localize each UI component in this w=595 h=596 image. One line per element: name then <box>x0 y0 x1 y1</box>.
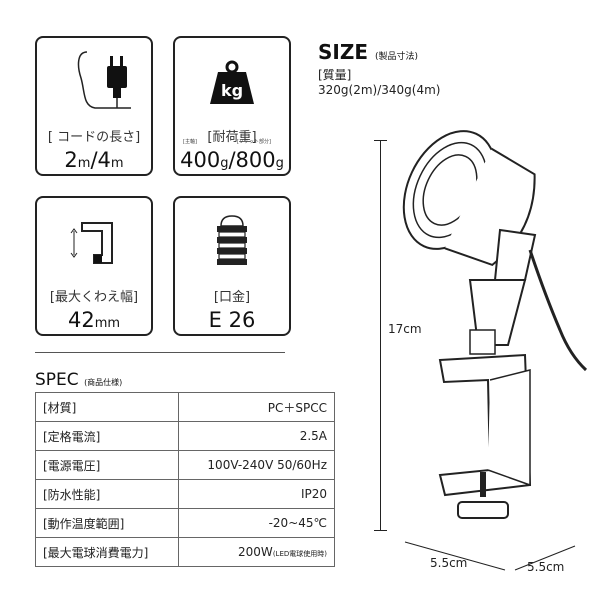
width-dimension: 5.5cm <box>430 556 468 570</box>
card-label: [ コードの長さ] <box>47 130 141 145</box>
depth-dimension: 5.5cm <box>527 560 565 574</box>
card-label: [最大くわえ幅] <box>49 290 139 305</box>
table-row: [動作温度範囲]-20~45℃ <box>35 508 335 538</box>
table-row: [定格電流]2.5A <box>35 421 335 451</box>
clamp-width-card: [最大くわえ幅] 42mm <box>35 196 153 336</box>
lamp-illustration <box>360 130 590 584</box>
card-value: 400g/800g <box>180 148 284 172</box>
card-note-socket: [ソケット部分] <box>237 139 271 145</box>
card-label: [口金] <box>213 290 251 305</box>
card-value: 2m/4m <box>64 148 124 172</box>
size-title: SIZE (製品寸法) <box>318 40 419 64</box>
height-dimension-cap-bottom <box>374 530 387 531</box>
cord-length-card: [ コードの長さ] 2m/4m <box>35 36 153 176</box>
spec-title: SPEC (商品仕様) <box>35 370 123 390</box>
weight-value: 320g(2m)/340g(4m) <box>318 83 441 97</box>
card-note-main: [主軸] <box>183 139 197 145</box>
clamp-icon <box>37 208 151 278</box>
spec-table: [材質]PC＋SPCC [定格電流]2.5A [電源電圧]100V-240V 5… <box>35 392 335 567</box>
table-row: [電源電圧]100V-240V 50/60Hz <box>35 450 335 480</box>
table-row: [最大電球消費電力]200W(LED電球使用時) <box>35 537 335 567</box>
weight-icon: kg <box>175 48 289 118</box>
height-dimension-line <box>380 140 381 530</box>
plug-icon <box>37 48 151 118</box>
table-row: [防水性能]IP20 <box>35 479 335 509</box>
card-label: [耐荷重] <box>207 130 257 145</box>
card-value: 42mm <box>67 308 121 332</box>
card-value: E 26 <box>208 308 256 332</box>
height-dimension-cap-top <box>374 140 387 141</box>
weight-icon-text: kg <box>221 81 243 100</box>
load-capacity-card: kg [耐荷重] [主軸] [ソケット部分] 400g/800g <box>173 36 291 176</box>
size-weight: [質量] 320g(2m)/340g(4m) <box>318 68 440 98</box>
section-divider <box>35 352 285 353</box>
socket-card: [口金] E 26 <box>173 196 291 336</box>
table-row: [材質]PC＋SPCC <box>35 392 335 422</box>
height-dimension: 17cm <box>388 322 422 336</box>
weight-label: [質量] <box>318 68 352 82</box>
socket-icon <box>175 208 289 278</box>
